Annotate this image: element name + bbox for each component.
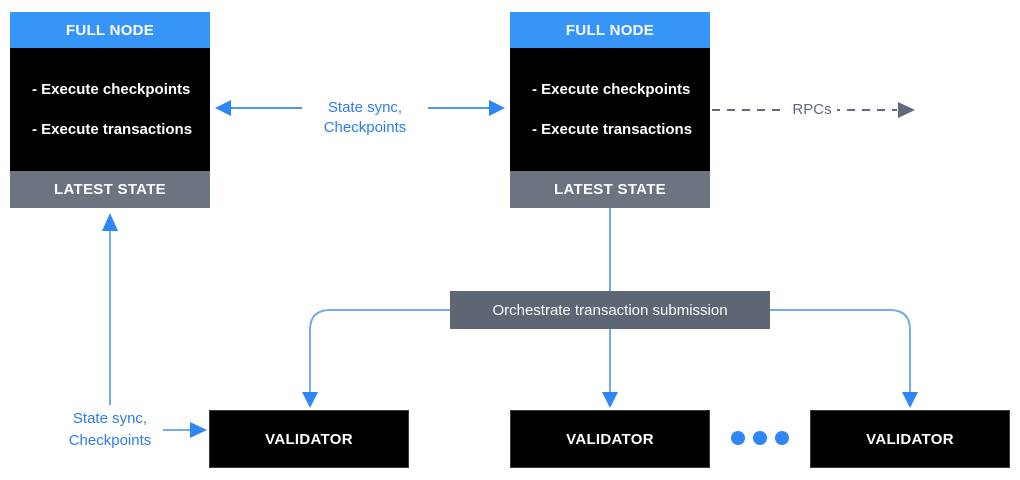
state-sync-top-label-line2: Checkpoints bbox=[323, 119, 407, 136]
state-sync-bottom-label-line2: Checkpoints bbox=[68, 432, 152, 449]
full-node-right-item-1: - Execute checkpoints bbox=[532, 80, 691, 98]
full-node-left-item-2: - Execute transactions bbox=[32, 120, 193, 138]
state-sync-top-label: State sync, Checkpoints bbox=[302, 98, 428, 138]
validator-box-3: VALIDATOR bbox=[810, 410, 1010, 468]
state-sync-top-label-line1: State sync, bbox=[327, 99, 403, 116]
arrowhead-up-icon bbox=[102, 213, 118, 231]
full-node-left-item-1: - Execute checkpoints bbox=[32, 80, 191, 98]
validator-to-fullnode-up-arrow bbox=[102, 213, 118, 405]
ellipsis-dots-icon bbox=[731, 431, 789, 445]
full-node-right-footer: LATEST STATE bbox=[510, 171, 710, 208]
validator-box-2: VALIDATOR bbox=[510, 410, 710, 468]
state-sync-bottom-label: State sync, Checkpoints bbox=[48, 408, 172, 452]
arrowhead-right-small-icon bbox=[190, 422, 207, 438]
full-node-left: FULL NODE - Execute checkpoints - Execut… bbox=[10, 12, 210, 208]
full-node-right-header: FULL NODE bbox=[510, 12, 710, 48]
validator-box-1: VALIDATOR bbox=[209, 410, 409, 468]
full-node-left-header: FULL NODE bbox=[10, 12, 210, 48]
full-node-left-footer: LATEST STATE bbox=[10, 171, 210, 208]
orchestrate-to-validator-1-connector bbox=[302, 309, 450, 408]
arrowhead-down-right-icon bbox=[902, 392, 918, 408]
arrowhead-rpcs-icon bbox=[898, 102, 915, 118]
full-node-left-body: - Execute checkpoints - Execute transact… bbox=[10, 48, 210, 171]
full-node-right: FULL NODE - Execute checkpoints - Execut… bbox=[510, 12, 710, 208]
orchestrate-box: Orchestrate transaction submission bbox=[450, 291, 770, 329]
state-sync-bottom-label-line1: State sync, bbox=[72, 410, 148, 427]
full-node-right-body: - Execute checkpoints - Execute transact… bbox=[510, 48, 710, 171]
arrowhead-left-icon bbox=[215, 100, 231, 116]
arrowhead-down-left-icon bbox=[302, 392, 318, 408]
arrowhead-down-center-icon bbox=[602, 392, 618, 408]
full-node-right-item-2: - Execute transactions bbox=[532, 120, 693, 138]
rpcs-label: RPCs bbox=[787, 100, 837, 120]
label-to-validator-arrow bbox=[163, 422, 207, 438]
orchestrate-to-validator-3-connector bbox=[770, 309, 918, 408]
arrowhead-right-icon bbox=[489, 100, 505, 116]
